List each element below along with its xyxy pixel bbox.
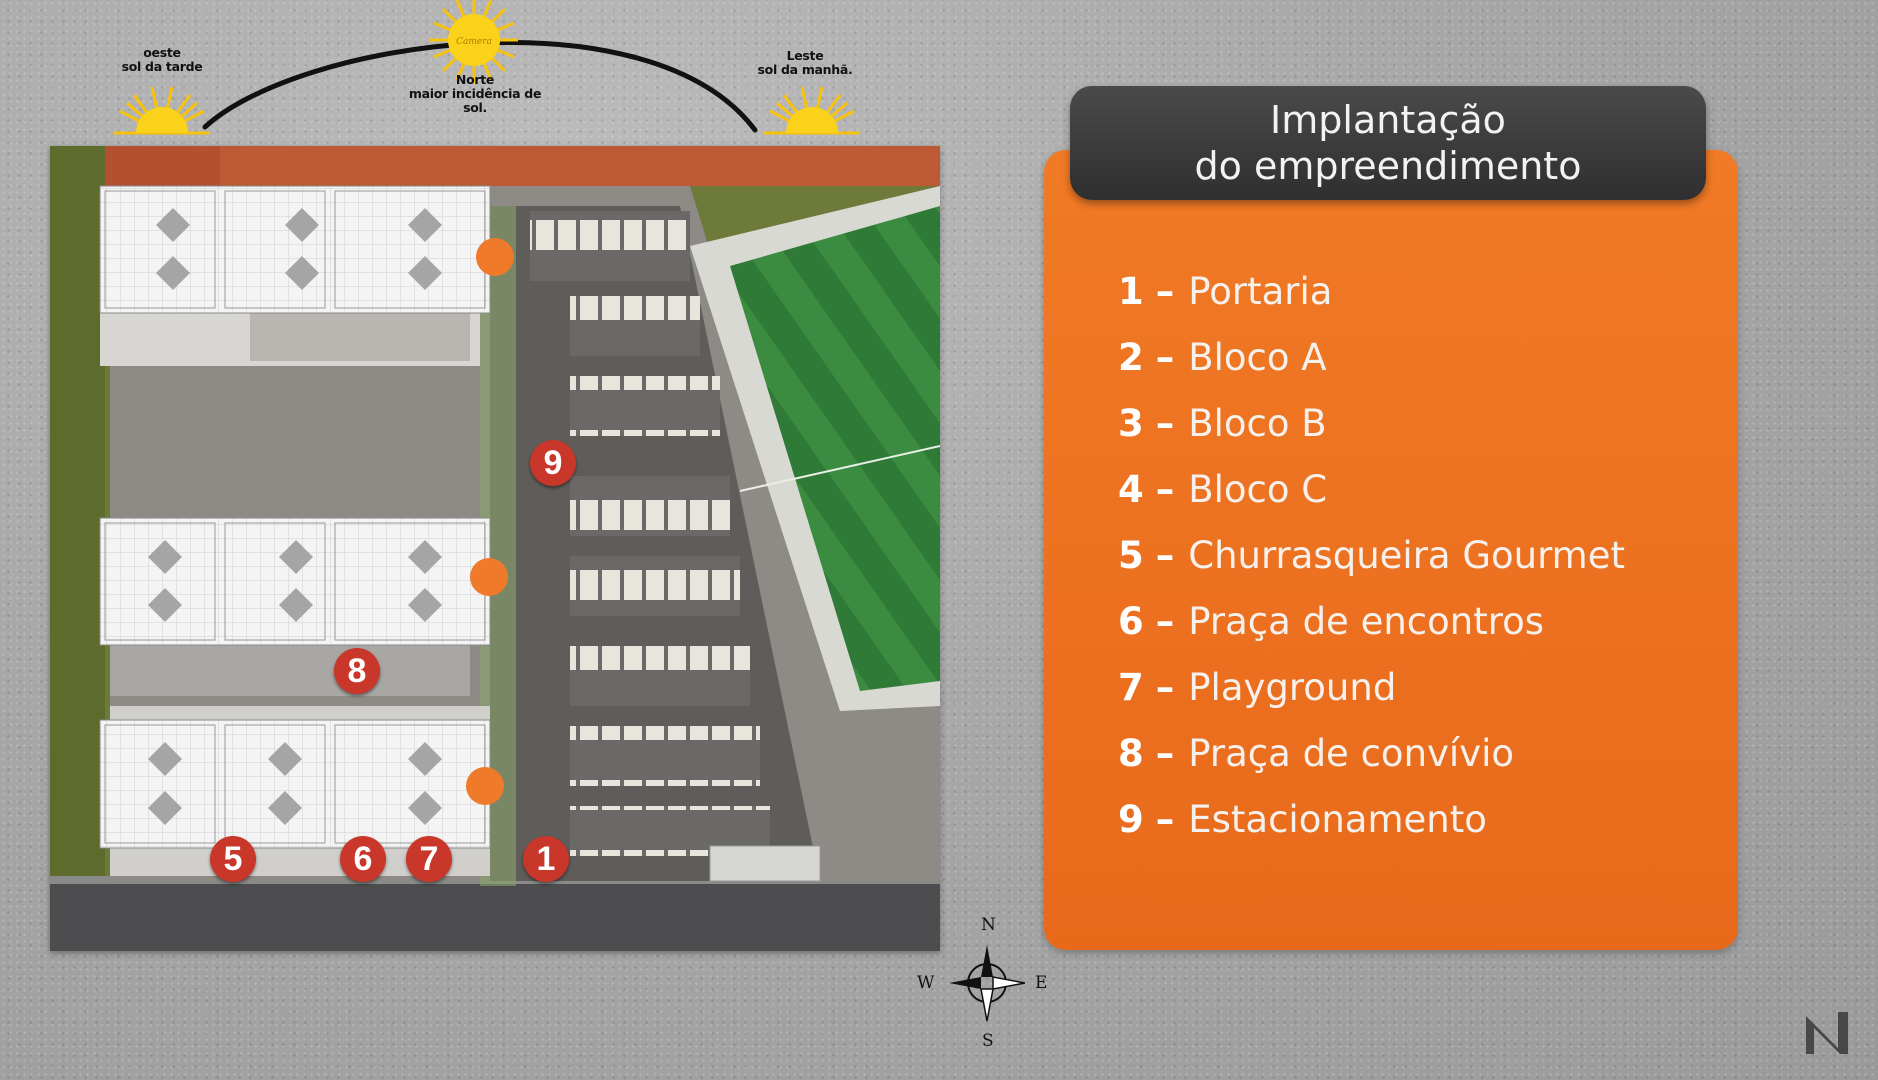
marker-7: 7 [406,836,452,882]
site-plan-aerial: 9 8 5 6 7 1 [50,146,940,951]
legend-item-label: Praça de convívio [1188,731,1515,775]
legend-item-number: 5 [1118,533,1144,577]
sun-arc: Camera [114,0,860,135]
legend-item-number: 8 [1118,731,1144,775]
compass-west: W [917,973,935,993]
legend-item-number: 2 [1118,335,1144,379]
legend-item: 5–Churrasqueira Gourmet [1118,533,1625,577]
sun-icon [114,86,210,135]
legend-item: 4–Bloco C [1118,467,1328,511]
compass-east: E [1035,973,1048,993]
legend-title-line2: do empreendimento [1194,144,1582,188]
east-subtitle: sol da manhã. [757,62,853,77]
legend-item-number: 3 [1118,401,1144,445]
sun-exposure-dot [466,767,504,805]
legend-item-label: Portaria [1188,269,1333,313]
west-title: oeste [143,45,181,60]
sun-icon [764,86,860,135]
legend-title-line1: Implantação [1270,98,1506,142]
north-subtitle: maior incidência de sol. [408,86,542,115]
brand-logo-icon [1806,1012,1848,1054]
legend-item: 6–Praça de encontros [1118,599,1545,643]
sun-path-diagram: Camera oeste sol da tarde Norte maior in… [0,0,940,145]
legend-item: 2–Bloco A [1118,335,1327,379]
legend-item: 7–Playground [1118,665,1397,709]
legend-item-number: 9 [1118,797,1144,841]
legend-list: 1–Portaria 2–Bloco A 3–Bloco B 4–Bloco C… [1118,258,1625,852]
east-label: Leste sol da manhã. [750,49,860,77]
east-title: Leste [786,48,824,63]
legend-item-number: 7 [1118,665,1144,709]
legend-item: 8–Praça de convívio [1118,731,1515,775]
legend-item-label: Bloco C [1188,467,1328,511]
legend-title: Implantação do empreendimento [1070,86,1706,200]
legend-item-label: Praça de encontros [1188,599,1545,643]
bloco-b-floorplan [99,517,491,646]
sun-exposure-dot [470,558,508,596]
legend-item-label: Bloco A [1188,335,1327,379]
legend-card [1044,150,1738,950]
legend-item-label: Bloco B [1188,401,1327,445]
marker-5: 5 [210,836,256,882]
bloco-c-floorplan [99,719,491,849]
marker-9: 9 [530,440,576,486]
legend-item: 9–Estacionamento [1118,797,1487,841]
legend-item: 1–Portaria [1118,269,1333,313]
marker-1: 1 [523,836,569,882]
legend-item-number: 4 [1118,467,1144,511]
sun-exposure-dot [476,238,514,276]
soccer-field [690,186,940,711]
marker-6: 6 [340,836,386,882]
compass-south: S [982,1031,994,1051]
legend-item: 3–Bloco B [1118,401,1327,445]
marker-8: 8 [334,648,380,694]
legend-item-label: Estacionamento [1188,797,1487,841]
west-subtitle: sol da tarde [121,59,203,74]
legend-item-number: 6 [1118,599,1144,643]
legend-item-label: Playground [1188,665,1397,709]
north-title: Norte [455,72,495,87]
north-label: Norte maior incidência de sol. [400,73,550,115]
compass-north: N [981,915,996,935]
bloco-a-floorplan [99,185,491,314]
compass-rose-icon: N S E W [915,915,1048,1051]
site-plan-illustration [50,146,940,951]
legend-item-number: 1 [1118,269,1144,313]
legend-item-label: Churrasqueira Gourmet [1188,533,1625,577]
sun-center-text: Camera [456,37,492,47]
sun-icon: Camera [430,0,518,84]
west-label: oeste sol da tarde [112,46,212,74]
